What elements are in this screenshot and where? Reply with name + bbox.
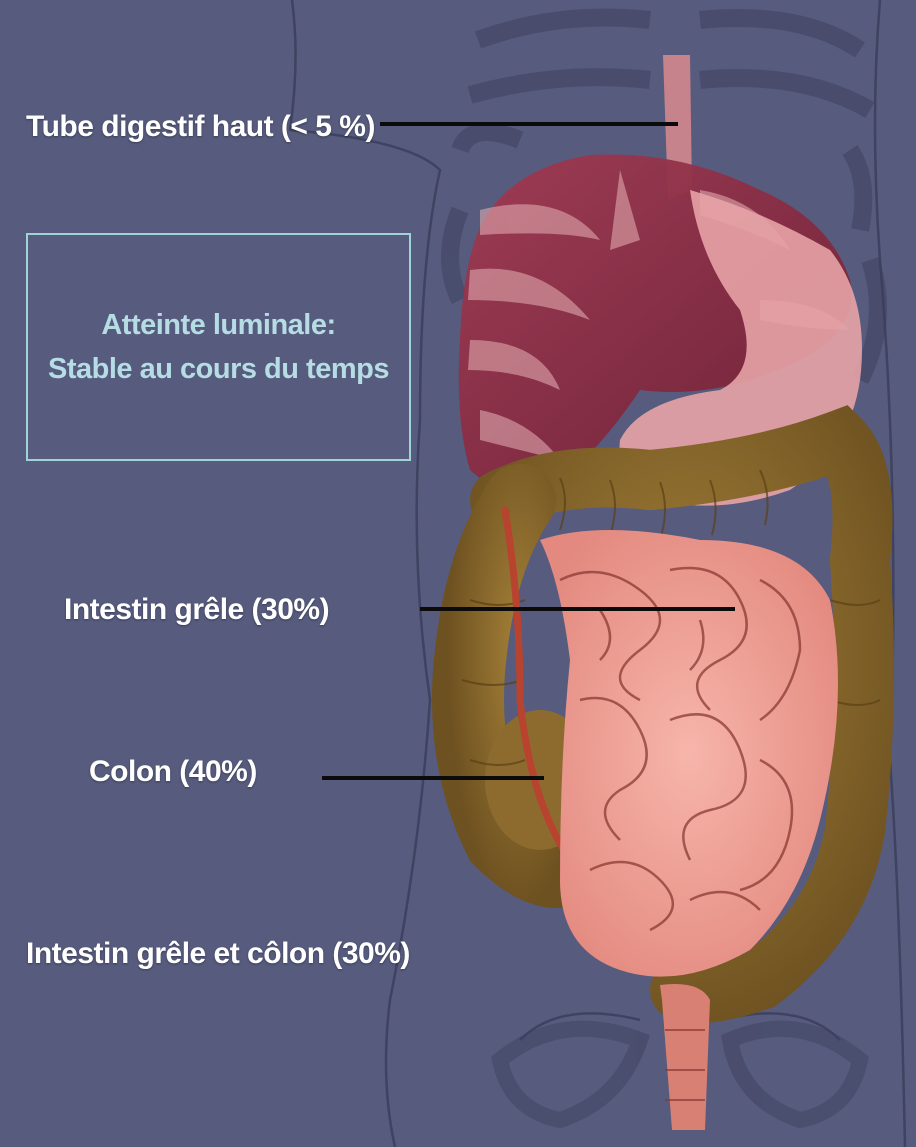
label-small-intestine: Intestin grêle (30%): [64, 593, 329, 627]
rectum: [660, 984, 710, 1130]
leader-line-upper-gi: [380, 122, 678, 126]
label-upper-gi: Tube digestif haut (< 5 %): [26, 110, 375, 144]
luminal-involvement-callout: Atteinte luminale: Stable au cours du te…: [26, 233, 411, 461]
label-small-intestine-and-colon: Intestin grêle et côlon (30%): [26, 937, 410, 971]
leader-line-small-intestine: [420, 607, 735, 611]
callout-line-2: Stable au cours du temps: [48, 347, 389, 391]
callout-line-1: Atteinte luminale:: [101, 303, 335, 347]
label-colon: Colon (40%): [89, 755, 257, 789]
leader-line-colon: [322, 776, 544, 780]
